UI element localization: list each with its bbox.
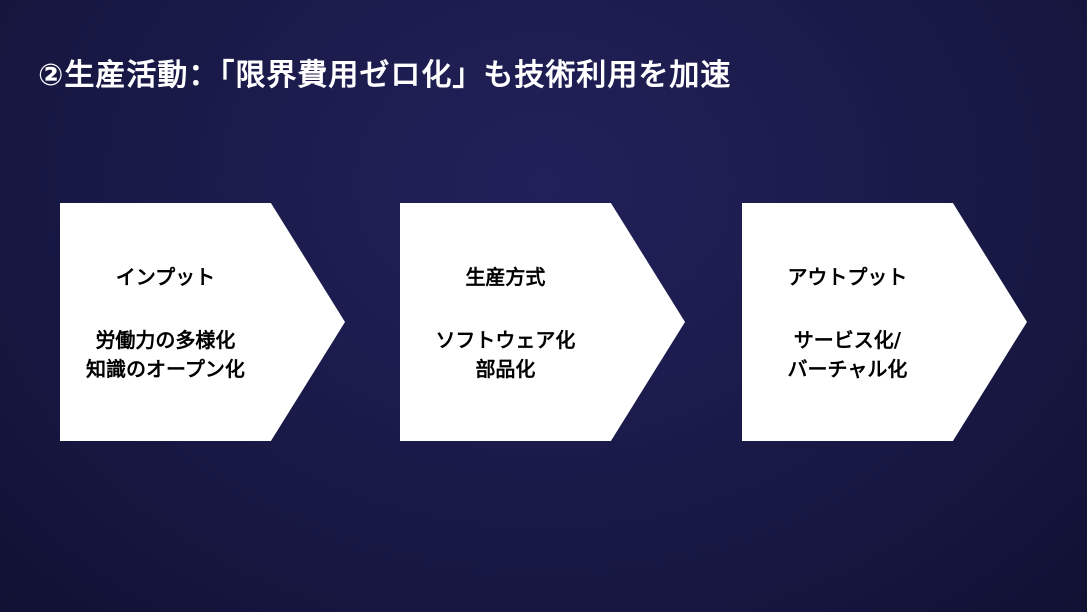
arrow-text-line: サービス化/ [793, 327, 902, 352]
arrow-content: インプット 労働力の多様化 知識のオープン化 [60, 261, 271, 384]
process-arrow-input: インプット 労働力の多様化 知識のオープン化 [60, 203, 345, 441]
process-arrow-output: アウトプット サービス化/ バーチャル化 [742, 203, 1027, 441]
arrow-content: アウトプット サービス化/ バーチャル化 [742, 261, 953, 384]
arrow-heading: アウトプット [787, 264, 908, 289]
arrow-text-line: ソフトウェア化 [435, 327, 576, 352]
arrow-heading: インプット [115, 264, 216, 289]
arrow-text-line: 部品化 [475, 356, 536, 381]
arrow-content: 生産方式 ソフトウェア化 部品化 [400, 261, 611, 384]
arrow-text-line: 労働力の多様化 [95, 327, 236, 352]
arrow-text-line: 知識のオープン化 [86, 356, 245, 381]
arrow-heading: 生産方式 [465, 264, 546, 289]
process-arrow-production-method: 生産方式 ソフトウェア化 部品化 [400, 203, 685, 441]
slide-title: ②生産活動：「限界費用ゼロ化」も技術利用を加速 [38, 58, 732, 93]
arrow-text-line: バーチャル化 [787, 356, 908, 381]
